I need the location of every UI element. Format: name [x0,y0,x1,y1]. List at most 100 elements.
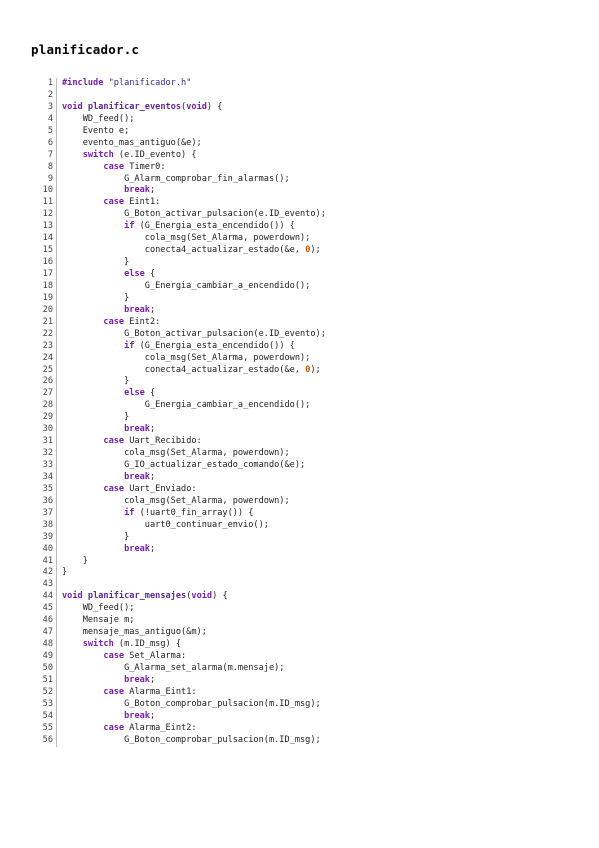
line-number: 51 [30,674,57,687]
code-line: 2 [30,89,326,102]
code-line: 19 } [30,292,326,305]
code-text: mensaje_mas_antiguo(&m); [62,627,207,638]
line-number: 45 [30,603,57,616]
code-line: 51 break; [30,674,326,687]
code-line: 31 case Uart_Recibido: [30,436,326,449]
code-line: 45 WD_feed(); [30,603,326,616]
code-line: 50 G_Alarma_set_alarma(m.mensaje); [30,662,326,675]
line-number: 39 [30,531,57,544]
code-line: 32 cola_msg(Set_Alarma, powerdown); [30,448,326,460]
code-text: } [62,531,130,542]
line-number: 53 [30,698,57,711]
code-text: break; [124,543,156,554]
code-line: 46 Mensaje m; [30,615,326,628]
code-text: G_Energia_cambiar_a_encendido(); [62,400,311,411]
line-number: 43 [30,579,57,592]
code-text: } [62,292,130,303]
code-line: 9 G_Alarm_comprobar_fin_alarmas(); [30,173,326,186]
line-number: 50 [30,662,57,675]
code-text: conecta4_actualizar_estado(&e, 0); [62,245,321,256]
code-text: case Eint2: [103,316,161,327]
code-text: cola_msg(Set_Alarma, powerdown); [62,233,311,244]
line-number: 31 [30,436,57,449]
line-number: 4 [30,113,57,126]
line-number: 56 [30,734,57,747]
line-number: 47 [30,627,57,640]
code-line: 11 case Eint1: [30,197,326,210]
code-text: switch (e.ID_evento) { [82,149,197,160]
line-number: 33 [30,460,57,472]
code-line: 16 } [30,257,326,269]
code-line: 8 case Timer0: [30,161,326,174]
line-number: 23 [30,340,57,353]
code-line: 54 break; [30,710,326,723]
line-number: 9 [30,173,57,186]
code-line: 26 } [30,376,326,389]
line-number: 26 [30,376,57,389]
code-text: G_Alarm_comprobar_fin_alarmas(); [62,173,290,184]
code-line: 12 G_Boton_activar_pulsacion(e.ID_evento… [30,209,326,222]
line-number: 30 [30,424,57,437]
line-number: 34 [30,471,57,484]
code-line: 48 switch (m.ID_msg) { [30,639,326,651]
code-line: 24 cola_msg(Set_Alarma, powerdown); [30,352,326,365]
code-line: 47 mensaje_mas_antiguo(&m); [30,627,326,640]
line-number: 38 [30,519,57,532]
line-number: 24 [30,352,57,365]
line-number: 15 [30,245,57,258]
code-line: 30 break; [30,424,326,437]
code-text: G_IO_actualizar_estado_comando(&e); [62,460,306,470]
code-text: conecta4_actualizar_estado(&e, 0); [62,364,321,375]
line-number: 2 [30,89,57,102]
code-line: 20 break; [30,304,326,317]
line-number: 40 [30,543,57,556]
line-number: 7 [30,149,57,162]
code-text: else { [124,388,156,399]
code-text: } [62,555,88,566]
code-text: Mensaje m; [62,615,135,626]
code-line: 42} [30,567,326,580]
code-text: } [62,567,68,578]
code-line: 13 if (G_Energia_esta_encendido()) { [30,221,326,234]
code-text: cola_msg(Set_Alarma, powerdown); [62,495,290,506]
code-line: 23 if (G_Energia_esta_encendido()) { [30,340,326,353]
code-line: 6 evento_mas_antiguo(&e); [30,137,326,150]
code-text: break; [124,674,156,685]
code-text: if (G_Energia_esta_encendido()) { [124,340,295,351]
code-line: 35 case Uart_Enviado: [30,483,326,496]
code-text: cola_msg(Set_Alarma, powerdown); [62,352,311,363]
code-line: 10 break; [30,185,326,198]
code-text: } [62,376,130,387]
code-line: 18 G_Energia_cambiar_a_encendido(); [30,280,326,293]
code-line: 15 conecta4_actualizar_estado(&e, 0); [30,245,326,258]
code-text: G_Boton_comprobar_pulsacion(m.ID_msg); [62,734,321,745]
line-number: 17 [30,269,57,281]
code-text: if (G_Energia_esta_encendido()) { [124,221,295,232]
code-line: 28 G_Energia_cambiar_a_encendido(); [30,400,326,413]
line-number: 52 [30,686,57,699]
code-text: break; [124,424,156,435]
code-text: } [62,412,130,423]
line-number: 32 [30,448,57,460]
code-text: break; [124,304,156,315]
code-line: 56 G_Boton_comprobar_pulsacion(m.ID_msg)… [30,734,326,747]
code-text: #include "planificador.h" [62,78,192,88]
code-text: Evento e; [62,125,130,136]
line-number: 3 [30,101,57,114]
code-text: case Uart_Recibido: [103,436,202,447]
line-number: 25 [30,364,57,377]
line-number: 5 [30,125,57,138]
code-text: cola_msg(Set_Alarma, powerdown); [62,448,290,459]
line-number: 13 [30,221,57,234]
code-text: case Alarma_Eint1: [103,686,197,697]
code-line: 7 switch (e.ID_evento) { [30,149,326,162]
line-number: 14 [30,233,57,246]
code-line: 34 break; [30,471,326,484]
code-line: 25 conecta4_actualizar_estado(&e, 0); [30,364,326,377]
code-text: case Eint1: [103,197,161,208]
line-number: 10 [30,185,57,198]
code-text: G_Alarma_set_alarma(m.mensaje); [62,662,285,673]
line-number: 29 [30,412,57,425]
line-number: 44 [30,591,57,604]
